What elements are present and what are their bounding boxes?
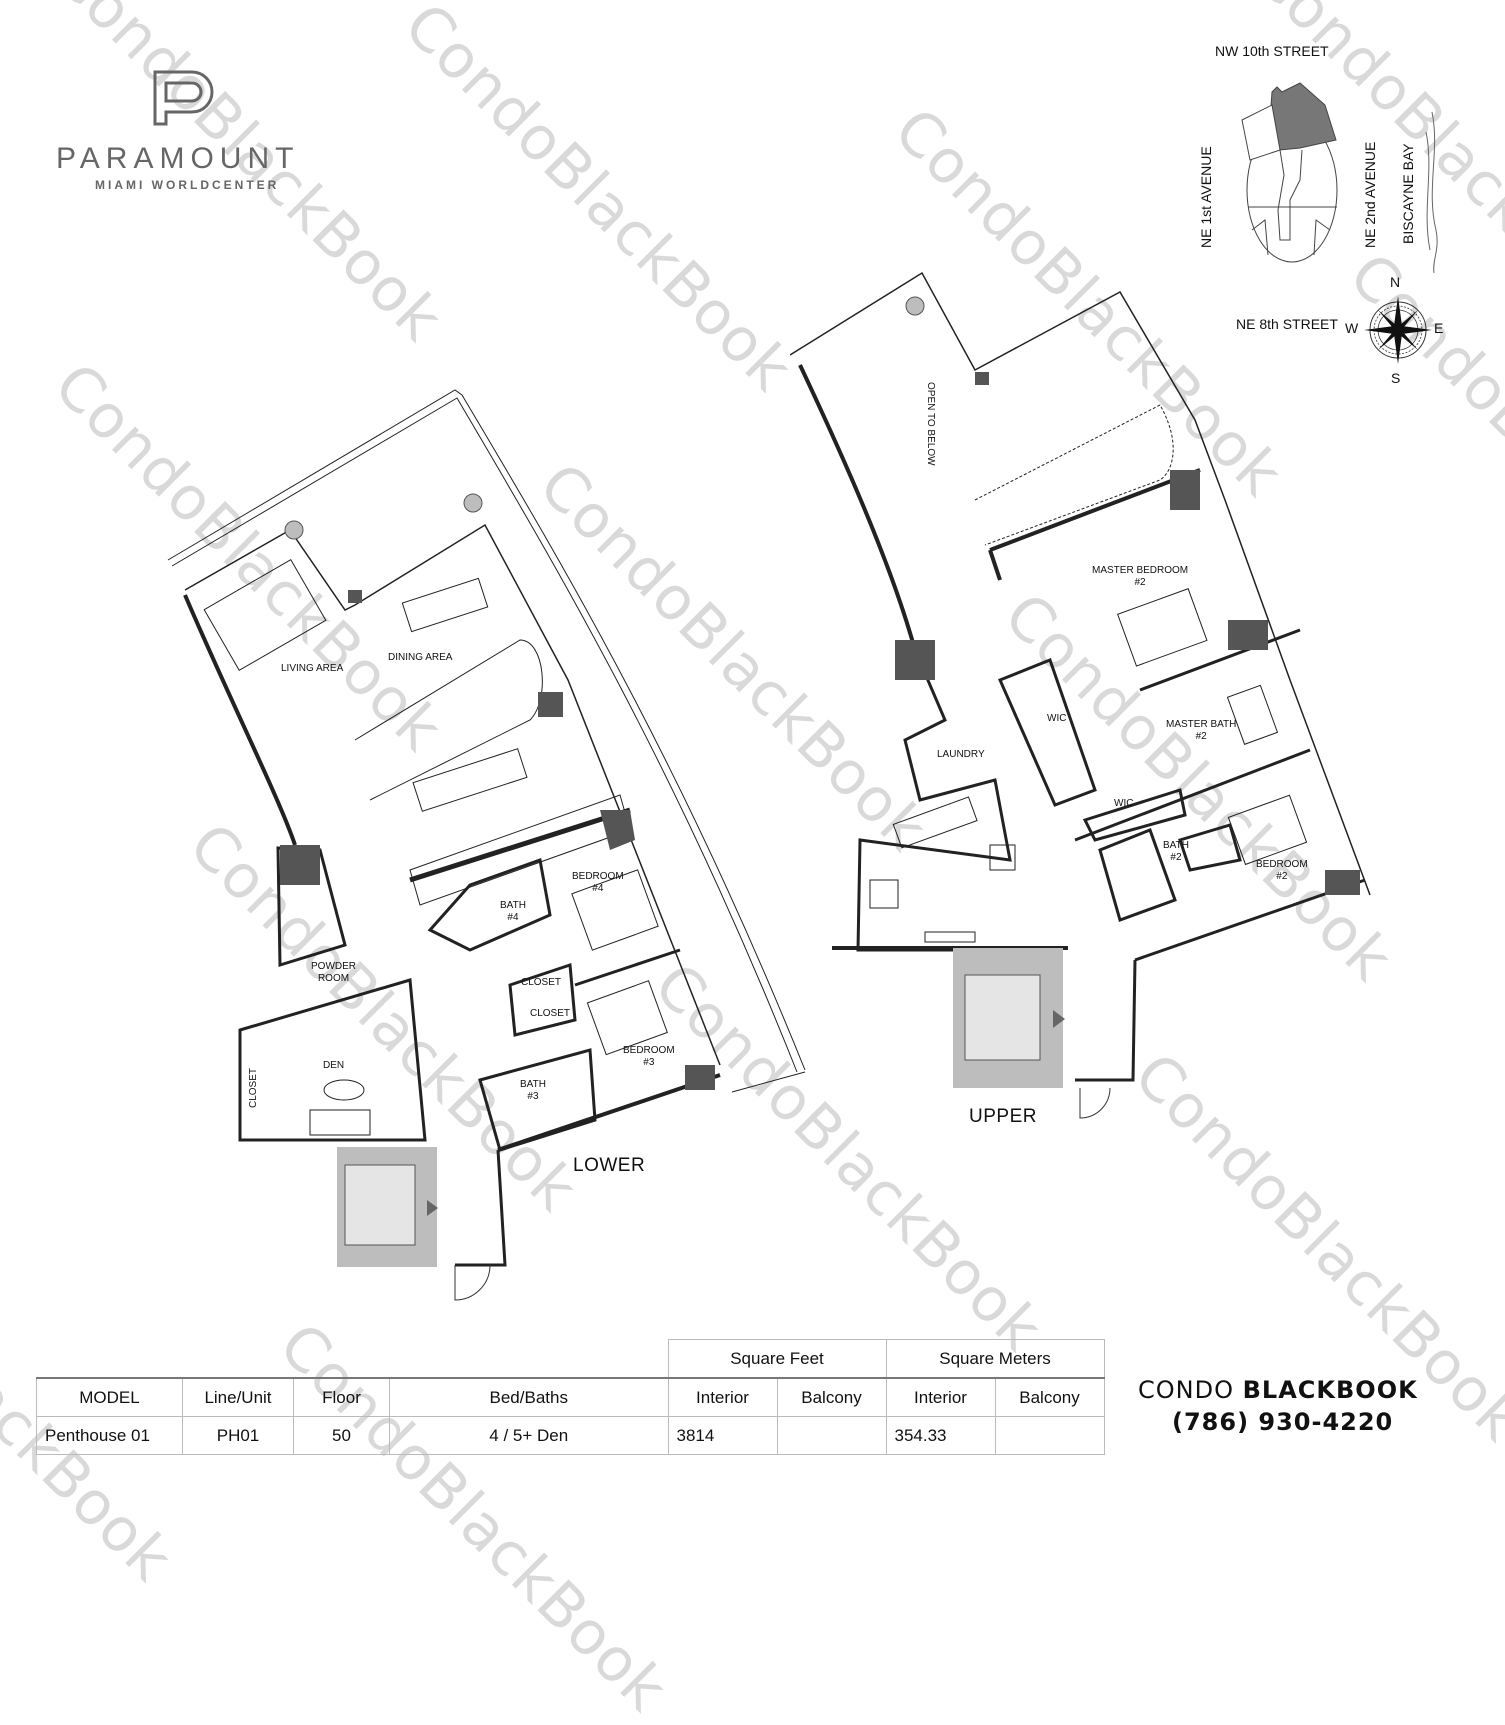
col-sqm-balcony: Balcony: [994, 1377, 1105, 1417]
cell-sqft-balcony: [776, 1416, 887, 1455]
cell-sqft-interior: 3814: [667, 1416, 778, 1455]
cell-sqm-interior: 354.33: [885, 1416, 996, 1455]
west-avenue-label: NE 1st AVENUE: [1198, 146, 1214, 248]
room-label-master-bath-2: MASTER BATH #2: [1166, 719, 1236, 743]
cell-floor: 50: [293, 1416, 390, 1455]
watermark: CondoBlackBook: [390, 0, 806, 406]
phone-number[interactable]: (786) 930-4220: [1172, 1408, 1394, 1436]
col-sqm-interior: Interior: [885, 1377, 996, 1417]
room-label-dining-area: DINING AREA: [388, 652, 453, 663]
bedroom-4-number: #4: [592, 883, 604, 894]
compass-n: N: [1390, 274, 1401, 290]
room-label-wic-1: WIC: [1047, 713, 1067, 724]
unit-spec-table: Square Feet Square Meters MODEL Line/Uni…: [36, 1339, 1105, 1455]
room-label-bath-4: BATH #4: [500, 900, 526, 924]
bedroom-2-number: #2: [1276, 871, 1288, 882]
room-label-laundry: LAUNDRY: [937, 749, 985, 760]
bath-2-number: #2: [1170, 852, 1182, 863]
room-label-bath-3: BATH #3: [520, 1079, 546, 1103]
table-row: Penthouse 01 PH01 50 4 / 5+ Den 3814 354…: [36, 1416, 1105, 1455]
south-street-label: NE 8th STREET: [1236, 316, 1338, 332]
lower-floor-plan: [167, 389, 806, 1301]
room-label-bedroom-4: BEDROOM #4: [572, 871, 624, 895]
cell-bed-baths: 4 / 5+ Den: [389, 1416, 669, 1455]
col-floor: Floor: [293, 1377, 390, 1417]
room-label-bedroom-2: BEDROOM #2: [1256, 859, 1308, 883]
cell-sqm-balcony: [994, 1416, 1105, 1455]
col-model: MODEL: [36, 1377, 183, 1417]
cell-line-unit: PH01: [182, 1416, 294, 1455]
lower-plan-title: LOWER: [573, 1155, 646, 1176]
room-label-powder-room: POWDER ROOM: [311, 961, 356, 985]
master-bedroom-number: #2: [1134, 577, 1146, 588]
table-header-row: MODEL Line/Unit Floor Bed/Baths Interior…: [36, 1377, 1105, 1417]
paramount-logo-icon: [153, 70, 214, 126]
master-bath-number: #2: [1195, 731, 1207, 742]
brand-name-light: CONDO: [1138, 1376, 1234, 1404]
north-street-label: NW 10th STREET: [1215, 43, 1329, 59]
room-label-closet-2: CLOSET: [530, 1008, 571, 1019]
condo-blackbook-brand: CONDO BLACKBOOK: [1138, 1376, 1418, 1404]
compass-s: S: [1391, 370, 1401, 386]
col-sqft-interior: Interior: [667, 1377, 778, 1417]
compass-w: W: [1345, 320, 1359, 336]
water-label: BISCAYNE BAY: [1400, 143, 1416, 244]
room-label-closet-1: CLOSET: [521, 977, 562, 988]
bedroom-3-name: BEDROOM: [623, 1045, 675, 1056]
bedroom-4-name: BEDROOM: [572, 871, 624, 882]
bath-3-name: BATH: [520, 1079, 546, 1090]
master-bedroom-name: MASTER BEDROOM: [1092, 565, 1189, 576]
brand-name: PARAMOUNT: [56, 142, 300, 175]
cell-model: Penthouse 01: [36, 1416, 183, 1455]
room-label-wic-2: WIC: [1114, 798, 1134, 809]
col-bed-baths: Bed/Baths: [389, 1377, 669, 1417]
water-waves-icon: [1425, 111, 1438, 274]
compass-rose-icon: [1364, 296, 1432, 364]
room-label-den: DEN: [323, 1060, 345, 1071]
sqm-group-header: Square Meters: [885, 1339, 1105, 1378]
upper-floor-plan: [790, 271, 1371, 1119]
room-label-bath-2: BATH #2: [1163, 840, 1189, 864]
room-label-open-to-below: OPEN TO BELOW: [925, 382, 936, 466]
col-line-unit: Line/Unit: [182, 1377, 294, 1417]
upper-plan-title: UPPER: [969, 1106, 1037, 1127]
bedroom-2-name: BEDROOM: [1256, 859, 1308, 870]
col-sqft-balcony: Balcony: [776, 1377, 887, 1417]
powder-room-name: POWDER: [311, 961, 356, 972]
bath-2-name: BATH: [1163, 840, 1189, 851]
room-label-den-closet: CLOSET: [248, 1067, 259, 1108]
room-label-living-area: LIVING AREA: [281, 663, 344, 674]
brand-name-bold: BLACKBOOK: [1242, 1376, 1418, 1404]
master-bath-name: MASTER BATH: [1166, 719, 1237, 730]
bedroom-3-number: #3: [643, 1057, 655, 1068]
bath-4-name: BATH: [500, 900, 526, 911]
building-keyplan-icon: [1241, 82, 1338, 263]
powder-room-name-2: ROOM: [317, 973, 350, 984]
brand-subtitle: MIAMI WORLDCENTER: [95, 178, 280, 192]
compass-e: E: [1434, 320, 1444, 336]
table-group-header-row: Square Feet Square Meters: [37, 1339, 1105, 1378]
bath-4-number: #4: [507, 912, 519, 923]
bath-3-number: #3: [527, 1091, 539, 1102]
room-label-master-bedroom-2: MASTER BEDROOM #2: [1092, 565, 1188, 589]
sqft-group-header: Square Feet: [667, 1339, 887, 1378]
room-label-bedroom-3: BEDROOM #3: [623, 1045, 675, 1069]
east-avenue-label: NE 2nd AVENUE: [1362, 141, 1378, 248]
